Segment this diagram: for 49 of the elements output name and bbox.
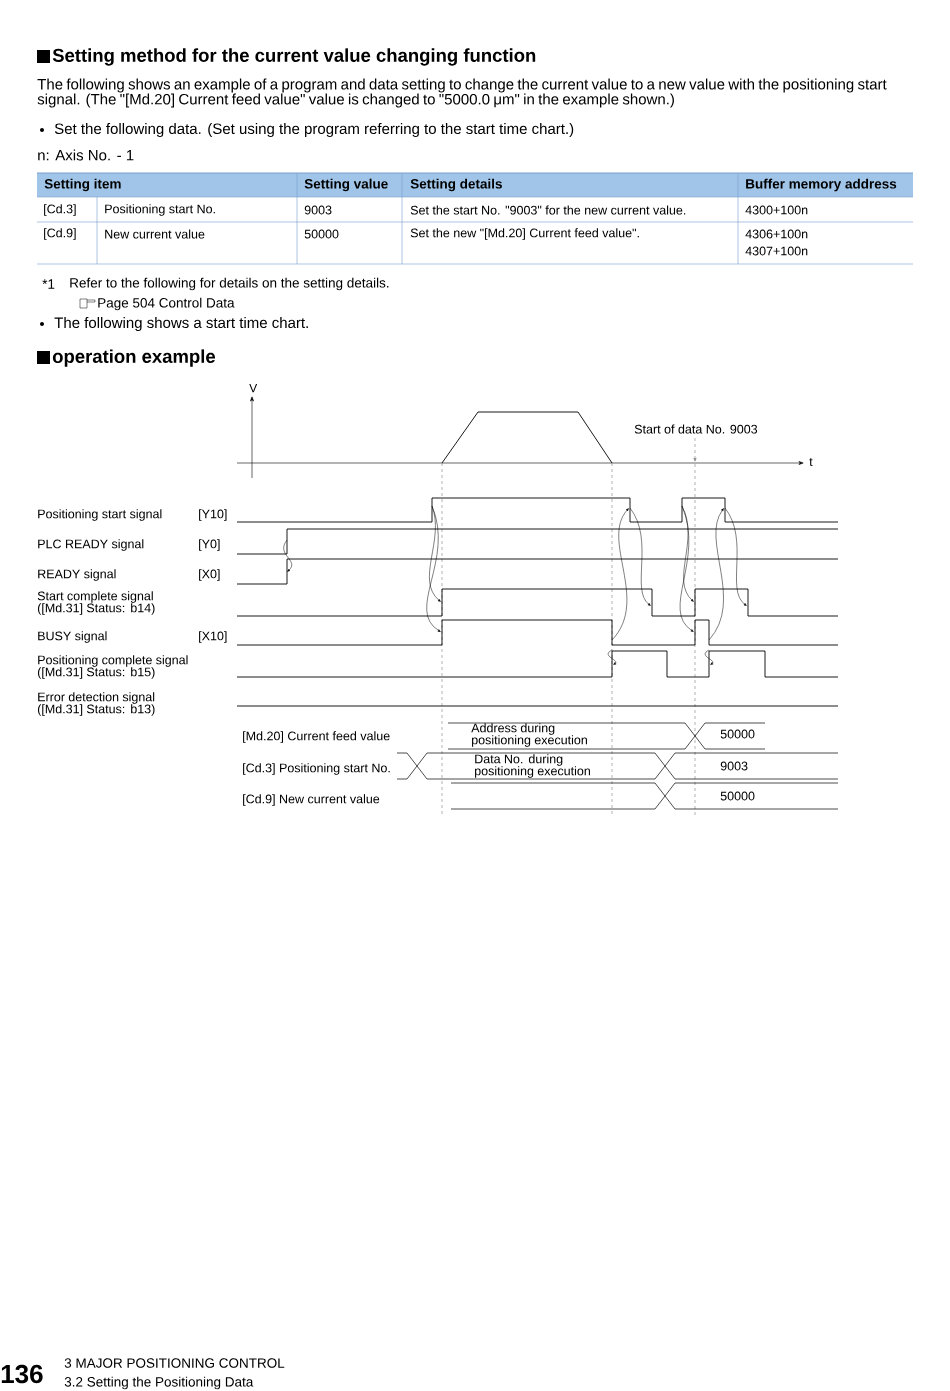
footer-text: 3 MAJOR POSITIONING CONTROL	[64, 1358, 285, 1368]
bus-value-text: Address during positioning execution	[471, 723, 587, 747]
bus-value-text: Data No. during positioning execution	[475, 754, 590, 778]
bullet-text: Set the following data. (Set using the program referring to the start time chart.)	[40, 123, 574, 137]
annotation-text: Start of data No. 9003	[634, 424, 758, 434]
table-cell-text: 50000	[304, 229, 339, 239]
section-heading: operation example	[37, 349, 215, 367]
footnote-text: Refer to the following for details on the setting details.	[70, 277, 389, 291]
paragraph-text: The following shows an example of a program and data setting to change the current value to a new value with the positioning start signal. (The "[Md.20] Current feed value" value is changed to "5000.0 μm" in the example shown.)	[37, 78, 887, 108]
bullet-text: The following shows a start time chart.	[40, 317, 308, 331]
table-header-text: Setting details	[410, 178, 502, 192]
table-header-text: Setting item	[44, 178, 121, 192]
heading: Setting method for the current value changing function	[37, 48, 536, 66]
signal-name: [Cd.3] Positioning start No.	[243, 763, 390, 775]
footnote-mark: *1	[42, 279, 55, 289]
note-text: n: Axis No. - 1	[38, 149, 134, 161]
bus-value-text: 9003	[720, 761, 748, 771]
signal-address: [Y0]	[199, 539, 220, 551]
signal-name: Start complete signal ([Md.31] Status: b14)	[37, 591, 155, 615]
table-cell-text: 9003	[304, 205, 332, 215]
signal-name: [Cd.9] New current value	[243, 794, 380, 806]
page-number: 136	[1, 1364, 43, 1384]
signal-name: Positioning start signal	[38, 509, 162, 521]
table-cell-text: Positioning start No.	[105, 204, 215, 216]
signal-name: Positioning complete signal ([Md.31] Status: b15)	[37, 655, 188, 679]
axis-label: t	[809, 457, 813, 467]
signal-name: PLC READY signal	[38, 539, 144, 551]
table-cell-text: [Cd.3]	[44, 204, 76, 216]
signal-name: [Md.20] Current feed value	[243, 731, 390, 743]
axis-label: V	[249, 383, 258, 393]
signal-name: READY signal	[38, 569, 116, 581]
table-cell-text: 4306+100n	[745, 229, 808, 239]
table-cell-text: New current value	[105, 229, 205, 239]
signal-address: [X0]	[199, 569, 220, 581]
footer-text: 3.2 Setting the Positioning Data	[64, 1376, 254, 1390]
bus-value-text: 50000	[720, 729, 755, 739]
table-cell-text: 4307+100n	[745, 246, 808, 256]
table-header-text: Buffer memory address	[746, 178, 897, 192]
table-cell-text: Set the new "[Md.20] Current feed value".	[410, 228, 639, 240]
table-cell-text: Set the start No. "9003" for the new current value.	[410, 205, 686, 215]
table-cell-text: [Cd.9]	[44, 228, 76, 240]
table-cell-text: 4300+100n	[745, 205, 808, 215]
table-header-text: Setting value	[304, 178, 388, 192]
signal-address: [Y10]	[199, 509, 227, 521]
page-reference: Page 504 Control Data	[98, 297, 235, 311]
bus-value-text: 50000	[720, 791, 755, 801]
signal-address: [X10]	[199, 631, 227, 643]
signal-name: BUSY signal	[38, 631, 107, 643]
signal-name: Error detection signal ([Md.31] Status: b13)	[37, 692, 155, 716]
